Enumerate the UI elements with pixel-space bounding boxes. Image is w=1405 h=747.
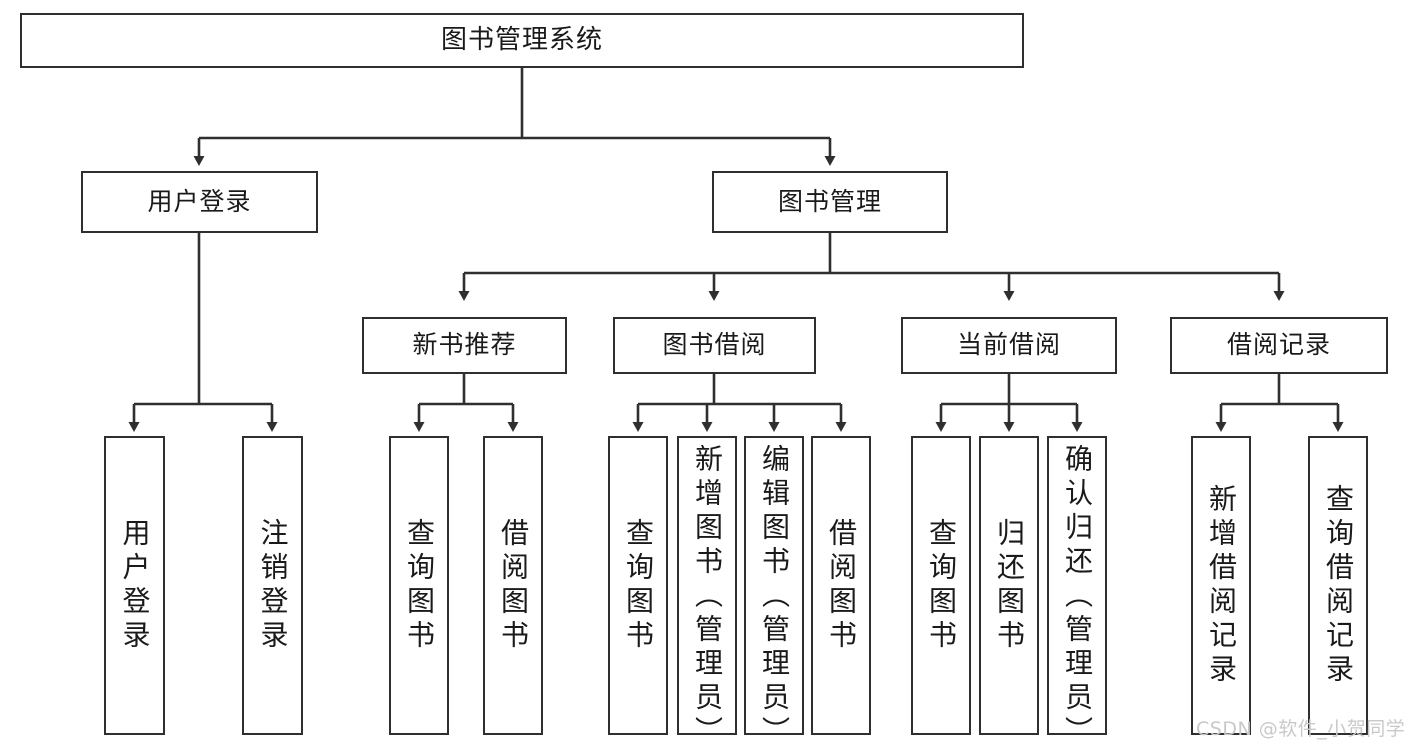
node-label: 图书管理 [777,186,882,216]
node-label: 用户登录 [147,186,252,216]
csdn-watermark: CSDN @软件_小贺同学 [1196,718,1405,740]
leaf-add-borrow-record[interactable]: 新增借阅记录 [1191,436,1251,735]
node-label: 借阅图书 [497,517,530,654]
leaf-query-book-current[interactable]: 查询图书 [911,436,971,735]
leaf-confirm-return-admin[interactable]: 确认归还（管理员） [1047,436,1107,747]
node-label: 借阅图书 [825,517,858,654]
node-label: 查询图书 [403,517,436,654]
leaf-return-book[interactable]: 归还图书 [979,436,1039,735]
node-label: 编辑图书（管理员） [758,444,791,747]
leaf-query-book-borrow[interactable]: 查询图书 [608,436,668,735]
node-current-borrow[interactable]: 当前借阅 [901,317,1117,374]
leaf-borrow-book[interactable]: 借阅图书 [811,436,871,735]
leaf-edit-book-admin[interactable]: 编辑图书（管理员） [744,436,804,747]
node-label: 查询借阅记录 [1322,483,1355,688]
node-label: 图书借阅 [662,330,767,360]
leaf-borrow-book-new[interactable]: 借阅图书 [483,436,543,735]
node-book-management[interactable]: 图书管理 [712,171,948,233]
node-label: 借阅记录 [1226,330,1331,360]
leaf-user-login[interactable]: 用户登录 [104,436,165,735]
node-label: 查询图书 [925,517,958,654]
node-label: 新增借阅记录 [1205,483,1238,688]
node-new-book-recommendation[interactable]: 新书推荐 [362,317,567,374]
node-label: 当前借阅 [956,330,1061,360]
node-label: 注销登录 [256,517,290,654]
leaf-user-logout[interactable]: 注销登录 [242,436,303,735]
node-borrow-record[interactable]: 借阅记录 [1170,317,1388,374]
leaf-query-borrow-record[interactable]: 查询借阅记录 [1308,436,1368,735]
node-label: 查询图书 [622,517,655,654]
node-label: 新增图书（管理员） [691,444,724,747]
node-label: 归还图书 [993,517,1026,654]
node-root-book-management-system[interactable]: 图书管理系统 [20,13,1024,68]
node-label: 新书推荐 [412,330,517,360]
leaf-query-book-new[interactable]: 查询图书 [389,436,449,735]
node-label: 用户登录 [118,517,152,654]
node-label: 图书管理系统 [440,24,603,55]
node-user-login[interactable]: 用户登录 [81,171,318,233]
node-label: 确认归还（管理员） [1061,444,1094,747]
node-book-borrow[interactable]: 图书借阅 [613,317,816,374]
leaf-add-book-admin[interactable]: 新增图书（管理员） [677,436,737,747]
